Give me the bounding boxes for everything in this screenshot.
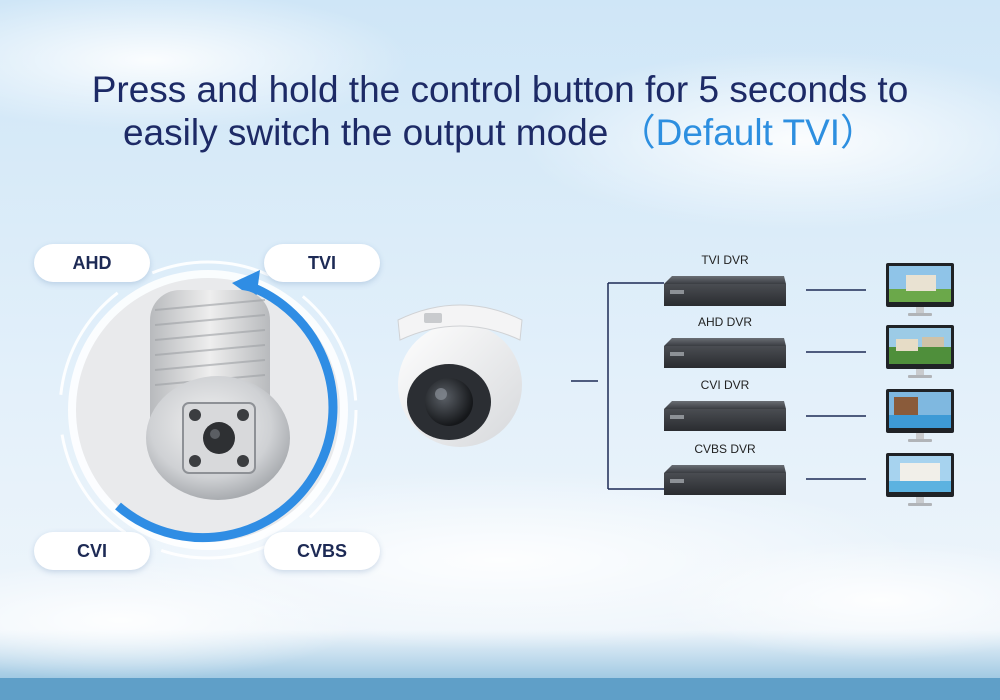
- headline-line-2-text: easily switch the output mode: [122, 112, 609, 153]
- dvr-tvi: [664, 276, 786, 306]
- dome-camera: [397, 304, 523, 447]
- mode-tvi: TVI: [264, 244, 380, 282]
- monitor-1: [886, 263, 954, 316]
- monitor-4: [886, 453, 954, 506]
- monitor-2: [886, 325, 954, 378]
- dvr-label-cvbs: CVBS DVR: [694, 442, 756, 456]
- monitor-3: [886, 389, 954, 442]
- default-mode-note: （Default TVI）: [618, 112, 878, 153]
- headline-line-2: easily switch the output mode （Default T…: [0, 111, 1000, 154]
- control-button: [203, 422, 235, 454]
- connection-lines: [571, 282, 866, 490]
- headline: Press and hold the control button for 5 …: [0, 68, 1000, 154]
- dvr-cvbs: [664, 465, 786, 495]
- dvr-label-tvi: TVI DVR: [701, 253, 749, 267]
- mode-ahd: AHD: [34, 244, 150, 282]
- dvr-ahd: [664, 338, 786, 368]
- dvr-cvi: [664, 401, 786, 431]
- mode-cycle-arc: [115, 278, 338, 543]
- arrow-head: [232, 270, 260, 300]
- dvr-label-ahd: AHD DVR: [697, 315, 752, 329]
- dvr-label-cvi: CVI DVR: [700, 378, 750, 392]
- headline-line-1: Press and hold the control button for 5 …: [91, 69, 909, 110]
- button-detail: [58, 260, 358, 560]
- mode-cvbs: CVBS: [264, 532, 380, 570]
- mode-cvi: CVI: [34, 532, 150, 570]
